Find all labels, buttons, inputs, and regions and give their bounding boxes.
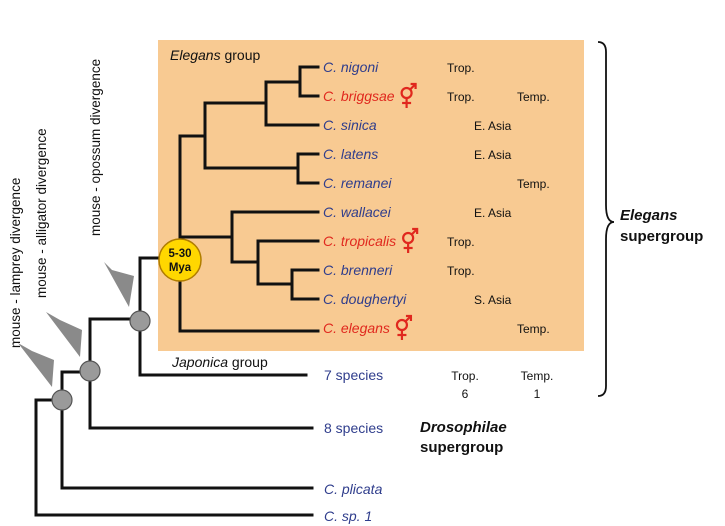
japonica-trop-count: 6: [462, 387, 469, 401]
species-name: C. doughertyi: [323, 291, 407, 307]
arrow-alligator: [46, 312, 82, 357]
outgroup-plicata: C. plicata: [324, 481, 383, 497]
divergence-arrows: [18, 262, 134, 387]
species-row: C. nigoni Trop.: [323, 59, 475, 75]
species-row: C. remanei Temp.: [323, 175, 550, 191]
node-marker-opossum: [129, 310, 151, 332]
species-name: C. nigoni: [323, 59, 379, 75]
species-distribution-primary: E. Asia: [474, 148, 512, 162]
node-marker-lamprey: [51, 389, 73, 411]
tree-branches: [34, 65, 320, 517]
species-row: C. sinica E. Asia: [323, 117, 512, 133]
elegans-supergroup-line1: Elegans: [620, 207, 678, 224]
species-row: C. brenneri Trop.: [323, 262, 475, 278]
species-distribution-primary: E. Asia: [474, 119, 512, 133]
species-distribution-secondary: Temp.: [517, 322, 550, 336]
japonica-temp-label: Temp.: [521, 369, 554, 383]
outgroup-sp1: C. sp. 1: [324, 508, 372, 524]
species-row: C. wallacei E. Asia: [323, 204, 512, 220]
japonica-trop-label: Trop.: [451, 369, 479, 383]
species-name: C. remanei: [323, 175, 392, 191]
species-distribution-secondary: Temp.: [517, 90, 550, 104]
species-distribution-secondary: Temp.: [517, 177, 550, 191]
species-distribution-primary: Trop.: [447, 264, 475, 278]
species-row: C. doughertyi S. Asia: [323, 291, 512, 307]
species-name: C. latens: [323, 146, 378, 162]
species-row: C. briggsae Trop. Temp.: [323, 82, 550, 110]
node-time-badge: 5-30 Mya: [158, 238, 202, 282]
species-distribution-primary: Trop.: [447, 61, 475, 75]
japonica-species-count: 7 species: [324, 367, 383, 383]
species-row: C. latens E. Asia: [323, 146, 512, 162]
species-row: C. tropicalis Trop.: [323, 227, 475, 255]
species-distribution-primary: Trop.: [447, 235, 475, 249]
japonica-group-title: Japonica group: [171, 354, 268, 370]
drosophilae-species-count: 8 species: [324, 420, 383, 436]
species-name: C. tropicalis: [323, 233, 396, 249]
species-name: C. briggsae: [323, 88, 395, 104]
arrow-lamprey: [18, 343, 54, 387]
divergence-label-opossum: mouse - opossum divergence: [88, 59, 103, 236]
arrow-opossum: [104, 262, 134, 307]
node-marker-alligator: [79, 360, 101, 382]
species-name: C. sinica: [323, 117, 377, 133]
elegans-group-panel: [158, 40, 584, 351]
svg-text:5-30: 5-30: [168, 248, 191, 260]
elegans-supergroup-line2: supergroup: [620, 228, 703, 245]
species-distribution-primary: Trop.: [447, 90, 475, 104]
species-name: C. wallacei: [323, 204, 392, 220]
drosophilae-supergroup-line2: supergroup: [420, 439, 503, 456]
species-name: C. brenneri: [323, 262, 393, 278]
species-distribution-primary: S. Asia: [474, 293, 512, 307]
elegans-group-title: Elegans group: [170, 47, 261, 63]
species-distribution-primary: E. Asia: [474, 206, 512, 220]
divergence-label-lamprey: mouse - lamprey divergence: [8, 178, 23, 348]
divergence-label-alligator: mouse - alligator divergence: [34, 128, 49, 298]
drosophilae-supergroup-line1: Drosophilae: [420, 419, 507, 436]
svg-text:Mya: Mya: [169, 262, 192, 274]
japonica-temp-count: 1: [534, 387, 541, 401]
species-name: C. elegans: [323, 320, 390, 336]
species-row: C. elegans Temp.: [323, 314, 550, 342]
elegans-supergroup-brace: [597, 41, 615, 397]
